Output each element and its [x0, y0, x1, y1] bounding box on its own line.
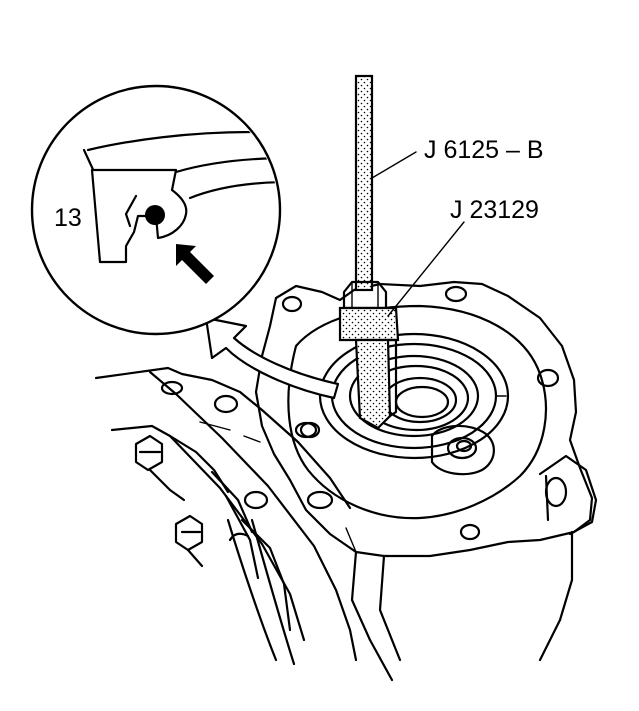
- tool-label-j6125b: J 6125 – B: [424, 136, 544, 164]
- tool-label-j23129: J 23129: [450, 196, 539, 224]
- detail-reference-number: 13: [54, 204, 82, 232]
- transmission-case: [94, 366, 358, 666]
- pump-housing: [254, 280, 598, 682]
- slide-hammer-rod: [342, 74, 388, 310]
- leader-lines: [371, 151, 465, 317]
- seal-puller: [338, 306, 400, 430]
